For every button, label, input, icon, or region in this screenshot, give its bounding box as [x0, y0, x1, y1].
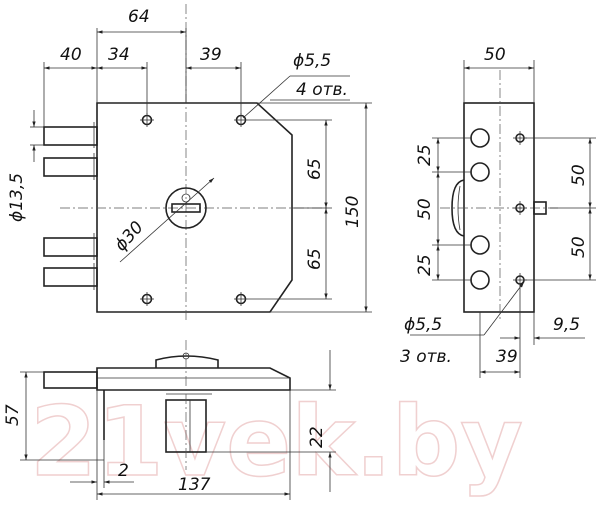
dim-65-top: 65	[305, 158, 325, 180]
dim-pin-dia: ϕ13,5	[7, 173, 27, 222]
dim-64: 64	[128, 7, 150, 27]
dim-side-25-top: 25	[415, 144, 435, 166]
dim-22: 22	[307, 426, 327, 448]
dim-side-holes-count: 3 отв.	[400, 347, 452, 367]
side-view: 50 25 50 25 50 50 ϕ5,5 3 отв. 9,5 39	[400, 45, 596, 378]
dim-150: 150	[343, 196, 363, 228]
dim-side-50-mid: 50	[415, 198, 435, 220]
dim-holes-count: 4 отв.	[296, 80, 348, 100]
dim-39: 39	[200, 45, 222, 65]
watermark: 21vek.by	[30, 386, 523, 498]
front-mounting-holes	[140, 113, 248, 306]
dim-side-9-5: 9,5	[553, 315, 580, 335]
dim-side-right-50-top: 50	[569, 164, 589, 186]
dim-65-bottom: 65	[305, 248, 325, 270]
dim-cylinder-dia: ϕ30	[111, 218, 148, 256]
dim-34: 34	[108, 45, 130, 65]
dim-hole-dia: ϕ5,5	[293, 51, 331, 71]
cylinder-hole	[165, 187, 207, 229]
dim-side-right-50-bottom: 50	[569, 236, 589, 258]
dim-side-39: 39	[496, 347, 518, 367]
dim-137: 137	[178, 475, 211, 495]
dim-side-hole-dia: ϕ5,5	[404, 315, 442, 335]
front-bolts	[43, 122, 98, 290]
dim-57: 57	[3, 404, 23, 426]
dim-2: 2	[118, 461, 129, 481]
bottom-view: 57 22 2 137	[3, 340, 336, 500]
dim-40: 40	[60, 45, 82, 65]
dim-side-50: 50	[484, 45, 506, 65]
dim-side-25-bottom: 25	[415, 254, 435, 276]
front-view: 64 40 34 39 ϕ5,5 4 отв. 65 65 150 ϕ	[7, 4, 372, 320]
